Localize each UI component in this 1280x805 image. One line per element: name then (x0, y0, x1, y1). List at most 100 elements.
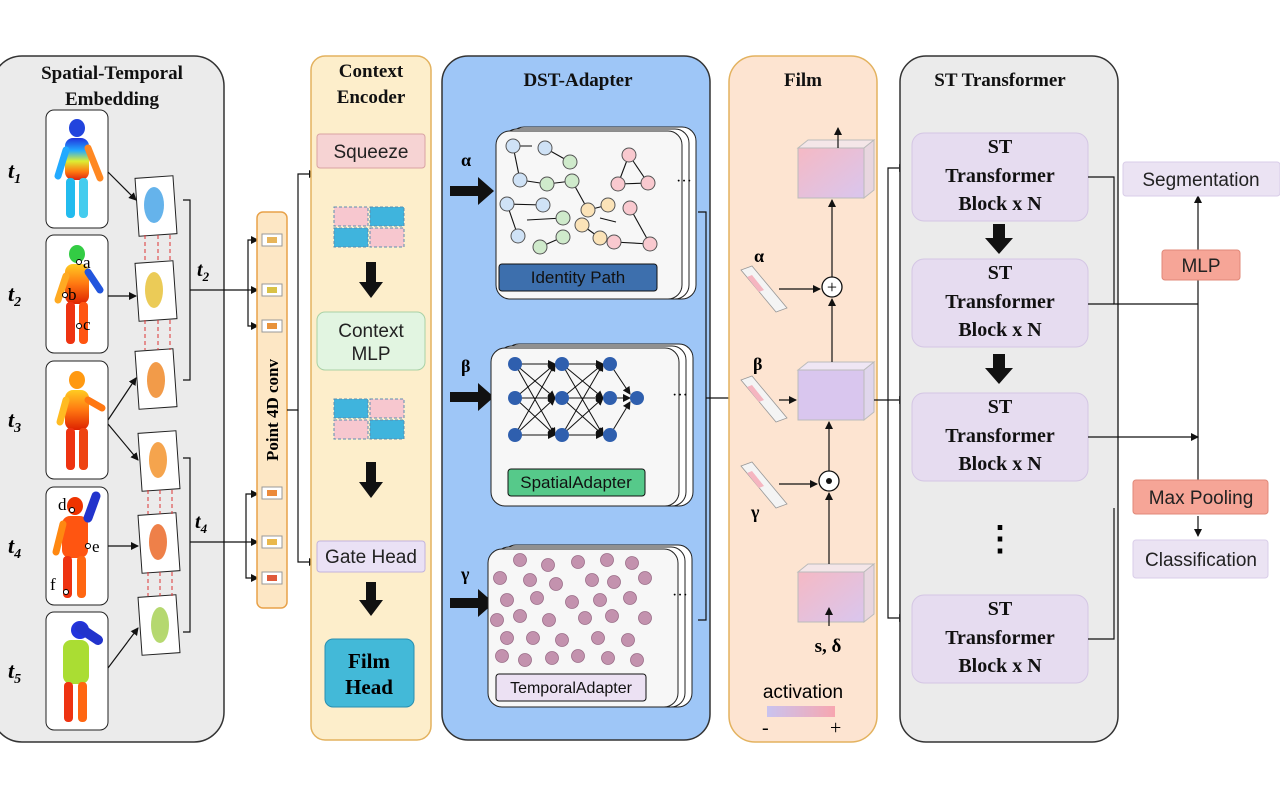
spatial-temporal-title-2: Embedding (65, 89, 159, 110)
gate-head-box (316, 540, 426, 573)
film-input-cube (796, 562, 876, 624)
st-transformer-title: ST Transformer (934, 70, 1066, 91)
classification-box (1132, 539, 1269, 579)
st-block-3: ST Transformer Block x N (911, 392, 1089, 482)
svg-text:Block x N: Block x N (958, 453, 1042, 475)
alpha-input-arrow (450, 177, 494, 205)
beta-input-arrow (450, 383, 494, 411)
film-s-delta: s, δ (815, 636, 842, 657)
context-encoder-title-2: Encoder (337, 87, 406, 108)
group-label-t4: t4 (195, 511, 208, 536)
svg-text:t2: t2 (8, 281, 21, 310)
segmentation-box (1122, 161, 1280, 197)
svg-text:+: + (827, 277, 837, 297)
context-mlp-label-2: MLP (351, 344, 390, 365)
frame-label-t4: t4 (8, 533, 21, 562)
svg-text:Transformer: Transformer (945, 291, 1055, 313)
squeeze-box (316, 133, 426, 169)
svg-text:Block x N: Block x N (958, 193, 1042, 215)
st-down-arrow-2 (985, 354, 1013, 384)
film-gamma: γ (750, 502, 760, 522)
classification-label: Classification (1145, 550, 1257, 571)
pose-frame-1 (45, 109, 109, 229)
adapter-gamma: γ (460, 564, 470, 584)
film-output-cube (796, 138, 876, 200)
dst-adapter-title: DST-Adapter (523, 70, 633, 91)
film-title: Film (784, 70, 822, 91)
keypoint-d: d (58, 495, 67, 514)
context-mlp-box (316, 311, 426, 371)
temporal-adapter-label-box (495, 673, 647, 702)
temporal-adapter-label: TemporalAdapter (510, 680, 633, 697)
svg-text:t3: t3 (8, 407, 21, 436)
adapter-beta: β (461, 356, 470, 376)
spatial-temporal-panel (0, 55, 225, 743)
svg-text:ST: ST (988, 396, 1013, 418)
svg-text:Transformer: Transformer (945, 627, 1055, 649)
group-label-t2: t2 (197, 259, 210, 284)
svg-text:ST: ST (988, 598, 1013, 620)
adapter-alpha: α (461, 150, 471, 170)
keypoint-c: c (83, 315, 91, 334)
st-block-2: ST Transformer Block x N (911, 258, 1089, 348)
neural-network-icon (508, 357, 644, 442)
activation-minus: - (762, 717, 769, 739)
identity-path-label: Identity Path (531, 268, 626, 287)
frame-label-t3: t3 (8, 407, 21, 436)
svg-text:t4: t4 (8, 533, 21, 562)
film-beta: β (753, 354, 762, 374)
temporal-ellipsis: ··· (672, 587, 688, 604)
spatial-adapter-label-box (507, 468, 646, 497)
keypoint-b: b (68, 285, 77, 304)
svg-text:ST: ST (988, 262, 1013, 284)
frame-label-t1: t1 (8, 158, 21, 187)
gate-head-label: Gate Head (325, 547, 417, 568)
max-pooling-label: Max Pooling (1149, 488, 1254, 509)
encoder-down-arrow-3 (359, 582, 383, 616)
keypoint-f: f (50, 575, 56, 594)
spatial-adapter-label: SpatialAdapter (520, 473, 632, 492)
st-blocks-vdots: ⋮ (983, 521, 1017, 558)
activation-label: activation (763, 682, 843, 703)
activation-plus: + (830, 717, 841, 739)
svg-text:Transformer: Transformer (945, 425, 1055, 447)
activation-colorbar (767, 706, 835, 717)
st-block-4: ST Transformer Block x N (911, 594, 1089, 684)
conv-tokens (261, 233, 283, 585)
identity-path-label-box (498, 263, 658, 292)
svg-text:t1: t1 (8, 158, 21, 187)
spatial-temporal-title: Spatial-Temporal (41, 63, 183, 84)
film-head-box (324, 638, 415, 708)
context-encoder-title: Context (339, 61, 404, 82)
point-4d-conv-label: Point 4D conv (263, 359, 282, 462)
svg-text:Transformer: Transformer (945, 165, 1055, 187)
film-alpha: α (754, 246, 764, 266)
film-mid-cube (796, 360, 876, 422)
svg-text:Block x N: Block x N (958, 655, 1042, 677)
squeeze-label: Squeeze (333, 142, 408, 163)
graph-nodes (499, 138, 658, 255)
mlp-label: MLP (1181, 256, 1220, 277)
svg-text:t2: t2 (197, 259, 210, 284)
svg-text:t5: t5 (8, 658, 21, 687)
gamma-input-arrow (450, 589, 494, 617)
encoder-down-arrow-1 (359, 262, 383, 298)
squeeze-grid-icon (333, 206, 405, 248)
temporal-dots-icon (490, 553, 652, 667)
spatial-ellipsis: ··· (672, 387, 688, 404)
st-block-1: ST Transformer Block x N (911, 132, 1089, 222)
gate-grid-icon (333, 398, 405, 440)
keypoint-a: a (83, 253, 91, 272)
film-head-label-2: Head (345, 675, 393, 699)
svg-text:ST: ST (988, 136, 1013, 158)
context-mlp-label: Context (338, 321, 404, 342)
pose-frame-4 (45, 486, 109, 606)
identity-ellipsis: ··· (676, 173, 692, 190)
pose-frame-2 (45, 234, 109, 354)
svg-text:Block x N: Block x N (958, 319, 1042, 341)
svg-text:t4: t4 (195, 511, 208, 536)
frame-label-t2: t2 (8, 281, 21, 310)
segmentation-label: Segmentation (1142, 170, 1259, 191)
mlp-box (1161, 249, 1241, 281)
